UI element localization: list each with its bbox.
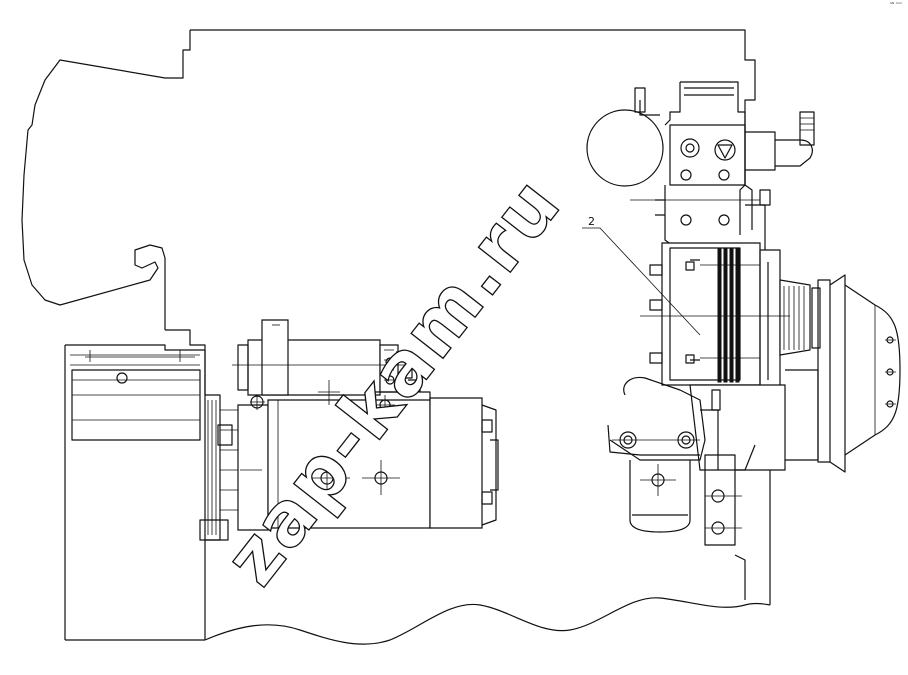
water-pump-housing bbox=[586, 81, 901, 600]
starter-motor bbox=[199, 319, 499, 541]
corner-mark: ᵃᴺ ᵐᵐ bbox=[889, 2, 902, 8]
callout-2-label: 2 bbox=[588, 215, 595, 228]
engine-block bbox=[21, 29, 771, 645]
callout-2-leader: 2 bbox=[582, 215, 701, 336]
